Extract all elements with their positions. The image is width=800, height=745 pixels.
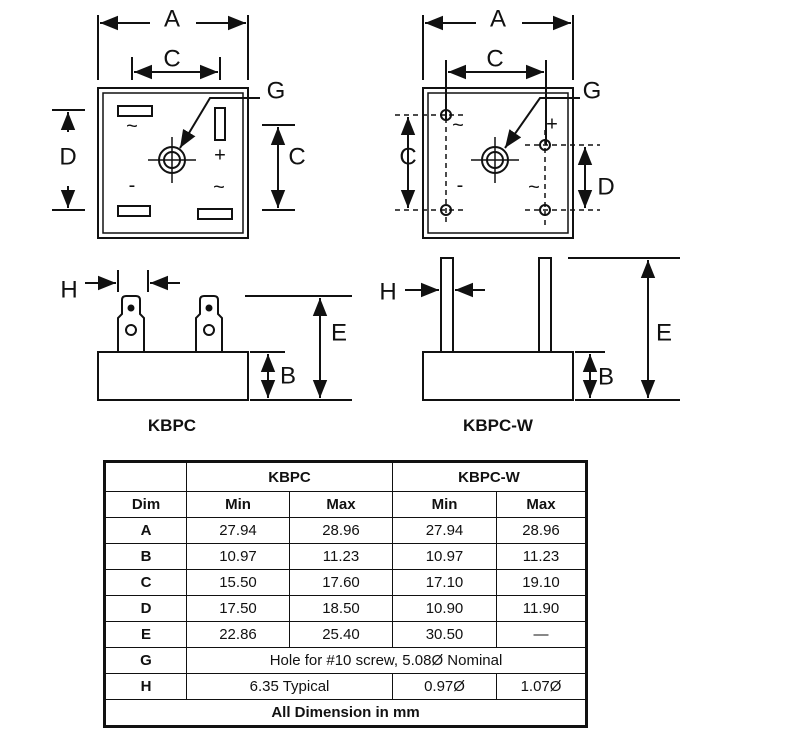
header-min: Min	[186, 491, 290, 518]
table-header-row: Dim Min Max Min Max	[104, 491, 587, 518]
group-kbpc-w: KBPC-W	[392, 461, 587, 492]
dim-cell: B	[104, 543, 187, 570]
dim-label-a: A	[164, 5, 180, 32]
value-cell: 18.50	[289, 595, 393, 622]
value-cell: 30.50	[392, 621, 497, 648]
value-cell: 17.10	[392, 569, 497, 596]
value-cell: 28.96	[496, 517, 587, 544]
table-row: C 15.50 17.60 17.10 19.10	[104, 569, 587, 596]
value-cell: 10.97	[392, 543, 497, 570]
value-cell: 11.23	[496, 543, 587, 570]
kbpc-w-top-view	[395, 15, 600, 239]
dim-label-h: H	[60, 276, 77, 303]
value-cell: 17.60	[289, 569, 393, 596]
value-cell: 10.90	[392, 595, 497, 622]
dim-label-d: D	[59, 143, 76, 170]
value-cell: 25.40	[289, 621, 393, 648]
package-drawings: A C D C G ~ + - ~ H E B KBPC A C C D G ~…	[52, 5, 680, 435]
table-row: D 17.50 18.50 10.90 11.90	[104, 595, 587, 622]
table-row: B 10.97 11.23 10.97 11.23	[104, 543, 587, 570]
kbpc-w-caption: KBPC-W	[463, 416, 534, 435]
value-cell: 10.97	[186, 543, 290, 570]
terminal-sign-ac: ~	[452, 114, 464, 136]
value-cell: 17.50	[186, 595, 290, 622]
kbpc-w-side-view	[405, 257, 680, 401]
dim-label-e: E	[331, 319, 347, 346]
dimensions-table: KBPC KBPC-W Dim Min Max Min Max A 27.94 …	[103, 460, 588, 728]
kbpc-caption: KBPC	[148, 416, 196, 435]
dim-label-b: B	[280, 362, 296, 389]
terminal-sign-minus: -	[457, 174, 464, 196]
value-cell: 22.86	[186, 621, 290, 648]
header-max: Max	[289, 491, 393, 518]
dim-label-e: E	[656, 319, 672, 346]
terminal-sign-ac: ~	[528, 176, 540, 198]
terminal-sign-ac: ~	[213, 176, 225, 198]
dim-cell: D	[104, 595, 187, 622]
value-cell: 0.97Ø	[392, 673, 497, 700]
header-max: Max	[496, 491, 587, 518]
table-row: A 27.94 28.96 27.94 28.96	[104, 517, 587, 544]
dim-label-c: C	[288, 143, 305, 170]
value-cell: 19.10	[496, 569, 587, 596]
dim-cell: H	[104, 673, 187, 700]
table-footer-row: All Dimension in mm	[104, 699, 587, 727]
terminal-sign-ac: ~	[126, 115, 138, 137]
value-cell: —	[496, 621, 587, 648]
value-cell: 28.96	[289, 517, 393, 544]
dim-label-d: D	[597, 173, 614, 200]
dim-cell: A	[104, 517, 187, 544]
dim-cell: E	[104, 621, 187, 648]
value-cell: Hole for #10 screw, 5.08Ø Nominal	[186, 647, 587, 674]
value-cell: 27.94	[392, 517, 497, 544]
dim-label-b: B	[598, 363, 614, 390]
terminal-sign-plus: +	[214, 144, 226, 166]
dim-label-c: C	[486, 45, 503, 72]
dim-label-a: A	[490, 5, 506, 32]
value-cell: 15.50	[186, 569, 290, 596]
table-row-g: G Hole for #10 screw, 5.08Ø Nominal	[104, 647, 587, 674]
header-min: Min	[392, 491, 497, 518]
dim-label-g: G	[583, 77, 602, 104]
table-row-h: H 6.35 Typical 0.97Ø 1.07Ø	[104, 673, 587, 700]
dim-cell: C	[104, 569, 187, 596]
dim-label-c: C	[399, 143, 416, 170]
dim-cell: G	[104, 647, 187, 674]
value-cell: 6.35 Typical	[186, 673, 393, 700]
table-group-header: KBPC KBPC-W	[104, 461, 587, 492]
value-cell: 11.90	[496, 595, 587, 622]
kbpc-side-view	[85, 270, 352, 401]
table-row: E 22.86 25.40 30.50 —	[104, 621, 587, 648]
value-cell: 1.07Ø	[496, 673, 587, 700]
kbpc-top-view	[52, 15, 295, 239]
dim-label-h: H	[379, 278, 396, 305]
terminal-sign-minus: -	[129, 174, 136, 196]
dim-label-g: G	[267, 77, 286, 104]
value-cell: 11.23	[289, 543, 393, 570]
group-kbpc: KBPC	[186, 461, 393, 492]
dim-label-c: C	[163, 45, 180, 72]
value-cell: 27.94	[186, 517, 290, 544]
header-dim: Dim	[104, 491, 187, 518]
units-note: All Dimension in mm	[104, 699, 587, 727]
terminal-sign-plus: +	[546, 113, 558, 135]
